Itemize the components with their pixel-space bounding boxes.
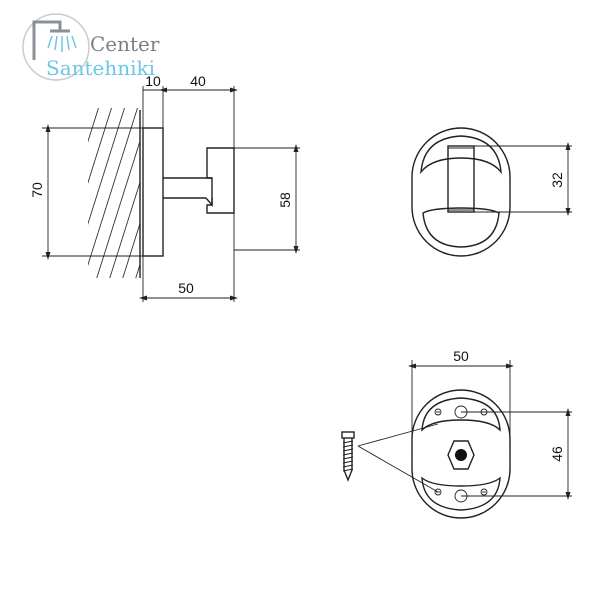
screw-thread bbox=[342, 444, 354, 448]
logo-ring bbox=[22, 13, 90, 81]
bottom-crescent-cutout bbox=[422, 207, 500, 248]
hatch-line bbox=[158, 100, 218, 290]
hatch-line bbox=[223, 100, 283, 290]
screw-icon bbox=[341, 431, 355, 482]
top-crescent-cutout bbox=[420, 135, 502, 175]
hook-head bbox=[206, 147, 235, 214]
front-plate-outline bbox=[411, 127, 511, 257]
hex-nut bbox=[447, 440, 475, 470]
screw-thread bbox=[342, 440, 354, 444]
screw-leader-bottom bbox=[357, 445, 439, 493]
dimension-label-70: 70 bbox=[29, 182, 45, 198]
dimension-label-32: 32 bbox=[549, 172, 565, 188]
wall-hatching bbox=[0, 100, 283, 290]
dimension-label-10: 10 bbox=[145, 73, 161, 89]
back-view: 50 46 bbox=[341, 348, 572, 519]
dimension-label-40: 40 bbox=[190, 73, 206, 89]
hatch-line bbox=[88, 108, 112, 184]
mounting-plate bbox=[142, 127, 164, 257]
brand-logo: Center Santehniki bbox=[22, 13, 160, 81]
screw-thread bbox=[342, 452, 354, 456]
center-hole bbox=[455, 449, 467, 461]
dimension-label-50-side: 50 bbox=[178, 280, 194, 296]
screw-thread bbox=[342, 464, 354, 468]
side-view: 70 10 40 58 50 bbox=[0, 73, 300, 302]
hatch-line bbox=[96, 139, 140, 278]
front-view: 32 bbox=[411, 127, 572, 257]
logo-text-santehniki: Santehniki bbox=[46, 56, 155, 80]
dimension-label-50-back: 50 bbox=[453, 348, 469, 364]
hatch-line bbox=[171, 100, 231, 290]
bottom-mounting-slot bbox=[421, 476, 501, 511]
shower-icon bbox=[32, 20, 77, 60]
back-plate-outline bbox=[411, 389, 511, 519]
hatch-line bbox=[0, 100, 10, 290]
hatch-line bbox=[109, 180, 140, 278]
hatch-line bbox=[15, 100, 75, 290]
hatch-line bbox=[210, 100, 270, 290]
hatch-line bbox=[122, 222, 140, 278]
hatch-line bbox=[88, 108, 138, 267]
screw-thread bbox=[342, 448, 354, 452]
hook-head-front bbox=[447, 145, 475, 213]
hatch-line bbox=[88, 108, 99, 143]
logo-text-center: Center bbox=[90, 32, 160, 56]
hatch-line bbox=[0, 100, 23, 290]
screw-thread bbox=[342, 468, 354, 472]
dimension-label-58: 58 bbox=[277, 192, 293, 208]
screw-thread bbox=[342, 460, 354, 464]
screw-leader-top bbox=[357, 423, 439, 447]
top-mounting-slot bbox=[421, 397, 501, 432]
hatch-line bbox=[88, 108, 125, 225]
screw-thread bbox=[342, 456, 354, 460]
hatch-line bbox=[197, 100, 257, 290]
dimension-label-46: 46 bbox=[549, 446, 565, 462]
hatch-line bbox=[184, 100, 244, 290]
